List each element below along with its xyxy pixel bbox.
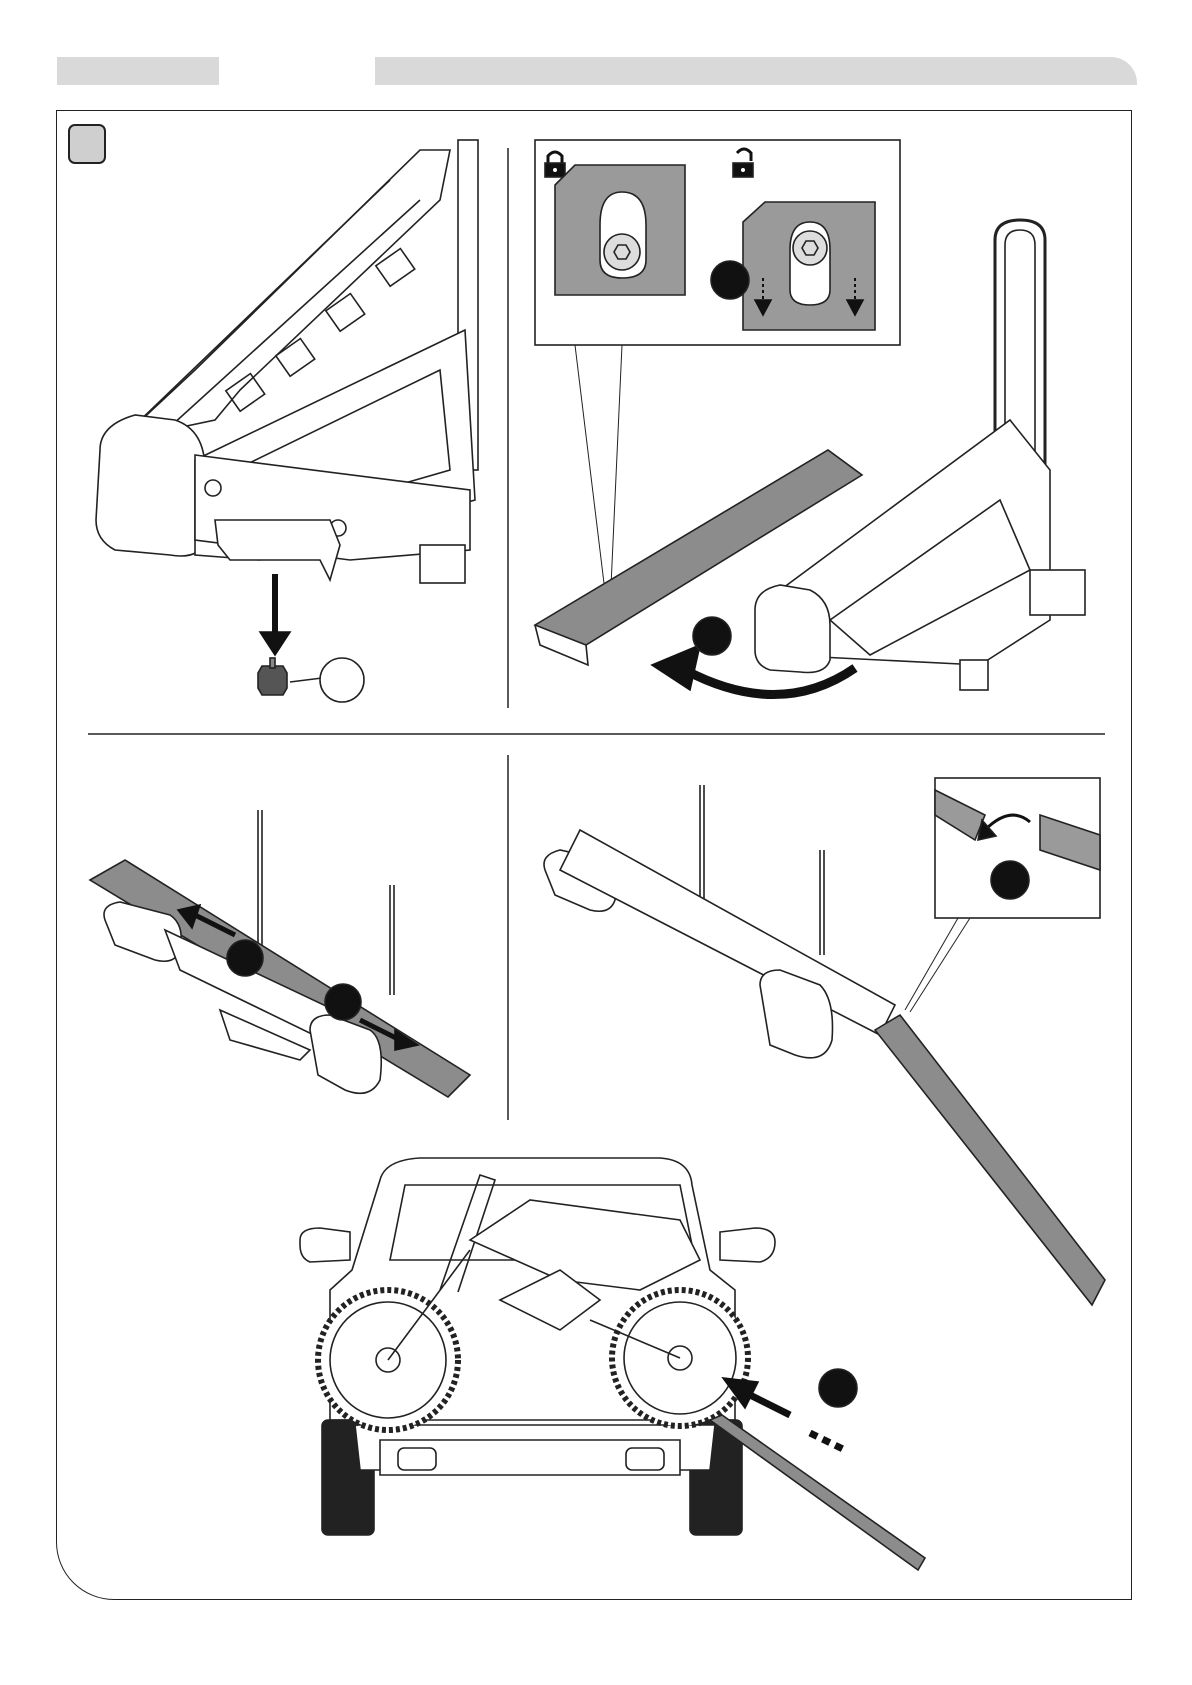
- figure-motorcycle-loading: [300, 1158, 925, 1570]
- figure-ramp-slide: [90, 810, 470, 1097]
- figure-knob-removal: [96, 140, 478, 702]
